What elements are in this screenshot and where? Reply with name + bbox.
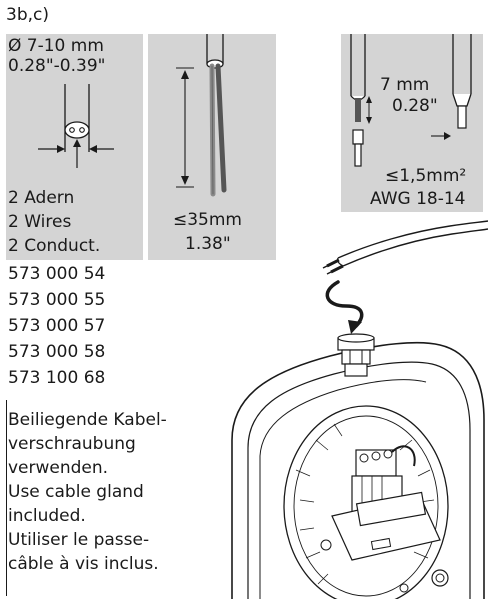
instruction-line: verschraubung xyxy=(8,434,136,454)
instruction-rule xyxy=(6,400,7,596)
diameter-mm-label: Ø 7-10 mm xyxy=(8,36,104,56)
figure-label: 3b,c) xyxy=(6,5,49,25)
instruction-line: Use cable gland xyxy=(8,482,144,502)
ferrule-strip-inch: 0.28" xyxy=(392,96,438,116)
awg-label: AWG 18-14 xyxy=(370,189,466,209)
part-number: 573 000 54 xyxy=(8,264,106,284)
cross-section-label: ≤1,5mm² xyxy=(385,166,467,186)
wires-label-fr: 2 Conduct. xyxy=(8,236,101,256)
stripped-cable-icon xyxy=(176,34,227,197)
wires-label-de: 2 Adern xyxy=(8,188,75,208)
ferrule-strip-mm: 7 mm xyxy=(380,75,430,95)
instruction-line: included. xyxy=(8,506,86,526)
cable-cross-section-icon xyxy=(38,84,114,168)
strip-length-mm: ≤35mm xyxy=(173,210,242,230)
instruction-line: verwenden. xyxy=(8,458,109,478)
part-number: 573 000 57 xyxy=(8,316,106,336)
part-number: 573 100 68 xyxy=(8,368,106,388)
strip-length-inch: 1.38" xyxy=(185,234,231,254)
wires-label-en: 2 Wires xyxy=(8,212,72,232)
instruction-line: Utiliser le passe- xyxy=(8,530,150,550)
part-number: 573 000 58 xyxy=(8,342,106,362)
part-number: 573 000 55 xyxy=(8,290,106,310)
wire-end-ferrule-icon xyxy=(350,34,472,167)
instruction-line: câble à vis inclus. xyxy=(8,554,159,574)
instruction-line: Beiliegende Kabel- xyxy=(8,410,167,430)
insertion-arrow-icon xyxy=(325,280,364,328)
diameter-inch-label: 0.28"-0.39" xyxy=(8,56,106,76)
